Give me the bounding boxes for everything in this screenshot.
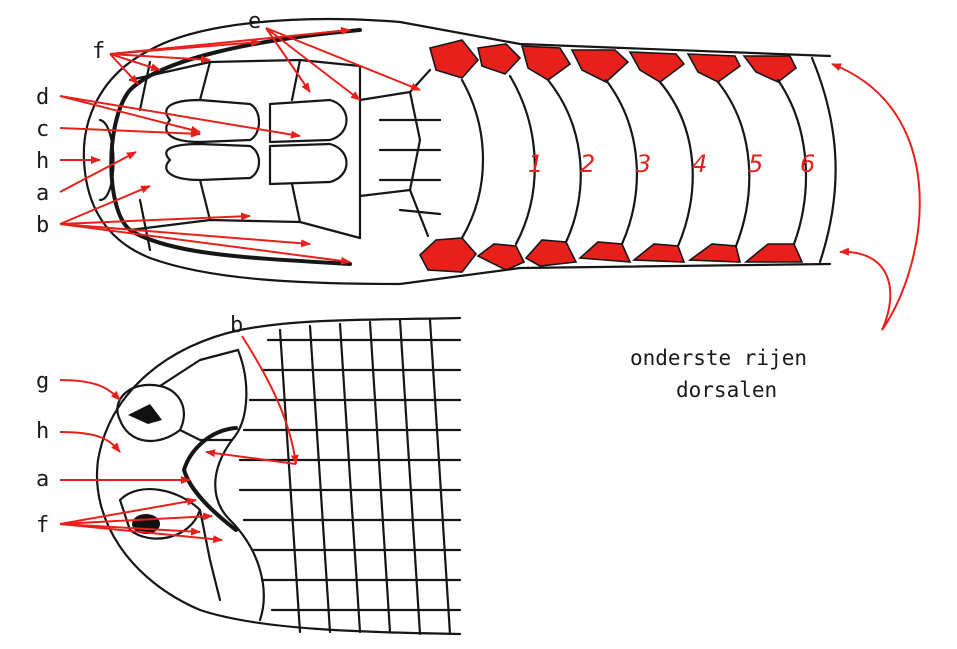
ventral-number-3: 3 (636, 150, 651, 178)
caption-line-2: dorsalen (676, 378, 777, 402)
side-label-h: h (36, 419, 49, 444)
side-view-arrows (60, 336, 296, 540)
caption-bracket-arrows (832, 64, 920, 330)
top-head-view: f e d c h a b 1 2 (36, 9, 836, 284)
top-label-h: h (36, 149, 49, 174)
top-label-c: c (36, 117, 49, 142)
side-head-plates (117, 350, 238, 600)
side-mouth-line (184, 428, 236, 530)
upper-dorsal-row (430, 40, 796, 82)
top-label-a: a (36, 181, 49, 206)
side-scale-mesh (215, 320, 460, 634)
ventral-number-6: 6 (800, 150, 815, 178)
ventral-numbers: 1 2 3 4 5 6 (528, 150, 815, 178)
top-label-e: e (248, 9, 261, 34)
side-label-a: a (36, 467, 49, 492)
ventral-number-5: 5 (748, 150, 763, 178)
side-head-outline (97, 318, 460, 634)
side-head-view: b g h a f (36, 313, 460, 634)
side-label-g: g (36, 369, 49, 394)
side-label-b: b (230, 313, 243, 338)
top-label-d: d (36, 85, 49, 110)
top-label-f: f (92, 39, 105, 64)
caption-line-1: onderste rijen (630, 346, 807, 370)
ventral-number-2: 2 (580, 150, 595, 178)
side-nostril (128, 404, 162, 424)
side-label-f: f (36, 513, 49, 538)
ventral-number-4: 4 (692, 150, 707, 178)
top-label-b: b (36, 213, 49, 238)
head-shields (100, 60, 440, 250)
ventral-number-1: 1 (528, 150, 543, 178)
